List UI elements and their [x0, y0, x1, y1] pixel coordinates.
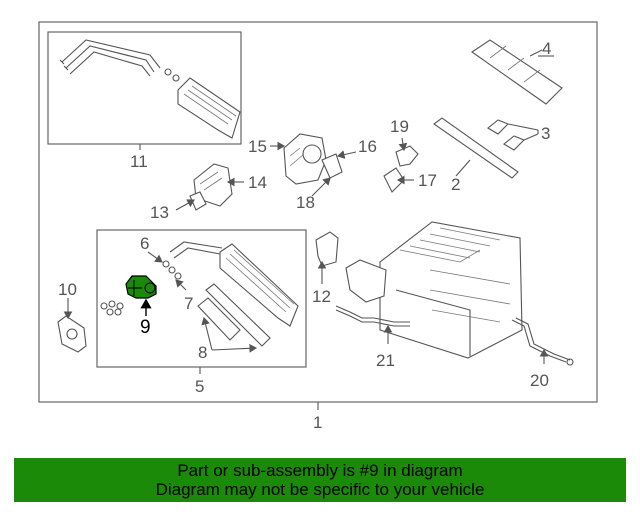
- label-9: 9: [140, 317, 151, 338]
- part-15-blower-case[interactable]: [283, 133, 327, 185]
- heater-core-5[interactable]: [169, 241, 299, 327]
- inset-box-11: [47, 31, 242, 145]
- part-labels: 1 2 3 4 5 6 7 8 9 10 11 12 13 14 15 16 1…: [58, 39, 551, 432]
- label-6: 6: [140, 234, 149, 253]
- part-10-seal[interactable]: [57, 315, 87, 353]
- parts-diagram: 1 2 3 4 5 6 7 8 9 10 11 12 13 14 15 16 1…: [38, 21, 598, 432]
- label-5: 5: [195, 377, 204, 396]
- label-20: 20: [530, 371, 549, 390]
- part-19-bracket[interactable]: [383, 145, 419, 193]
- part-16-actuator[interactable]: [321, 153, 343, 179]
- label-14: 14: [248, 173, 267, 192]
- part-11-heater-core[interactable]: [59, 39, 241, 139]
- label-18: 18: [296, 193, 315, 212]
- part-6-7-orings[interactable]: [162, 260, 182, 280]
- part-21-hose[interactable]: [335, 305, 410, 327]
- label-13: 13: [150, 203, 169, 222]
- part-2-rod[interactable]: [433, 117, 519, 179]
- inset-box-5: [96, 229, 307, 368]
- label-17: 17: [418, 171, 437, 190]
- part-8-seals[interactable]: [197, 283, 271, 347]
- part-9-valve[interactable]: [125, 275, 157, 299]
- label-4: 4: [542, 39, 551, 58]
- label-10: 10: [58, 280, 77, 299]
- part-20-hose[interactable]: [511, 317, 574, 366]
- leader-lines: [63, 55, 554, 364]
- label-19: 19: [390, 117, 409, 136]
- label-3: 3: [541, 124, 550, 143]
- part-12-bracket[interactable]: [315, 231, 339, 267]
- banner-line-part: Part or sub-assembly is #9 in diagram: [177, 461, 463, 480]
- part-3-clips[interactable]: [487, 119, 539, 151]
- label-8: 8: [198, 343, 207, 362]
- part-4-filter[interactable]: [471, 39, 563, 105]
- info-banner: Part or sub-assembly is #9 in diagram Di…: [14, 458, 626, 502]
- label-7: 7: [184, 294, 193, 313]
- banner-line-disclaimer: Diagram may not be specific to your vehi…: [155, 480, 485, 499]
- label-2: 2: [451, 175, 460, 194]
- hvac-unit[interactable]: [345, 221, 523, 359]
- screws: [100, 300, 124, 316]
- label-16: 16: [358, 137, 377, 156]
- label-15: 15: [248, 137, 267, 156]
- label-11: 11: [130, 152, 148, 171]
- label-1: 1: [313, 413, 322, 432]
- label-21: 21: [376, 351, 395, 370]
- label-12: 12: [312, 287, 331, 306]
